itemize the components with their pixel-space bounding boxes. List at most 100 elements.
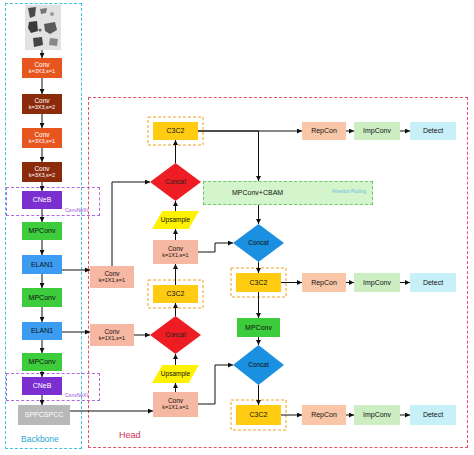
c3c2-block: C3C2	[236, 273, 281, 292]
node-label: Concat	[248, 240, 269, 247]
arrow-connector	[62, 270, 90, 271]
arrow-connector	[42, 371, 43, 377]
node-label: Upsample	[161, 371, 190, 378]
arrow-connector	[42, 340, 43, 353]
image-blotch	[44, 22, 57, 34]
impconv-block: ImpConv	[354, 122, 400, 140]
concat-diamond: Concat	[150, 316, 201, 354]
arrow-connector	[281, 415, 302, 416]
upsample-block: Upsample	[152, 365, 199, 383]
node-label: CNeB	[33, 196, 52, 203]
conv-block: Convk=1X1,s=1	[90, 266, 134, 288]
node-label: Concat	[165, 179, 186, 186]
arrow-connector	[42, 395, 43, 405]
concat-diamond: Concat	[233, 224, 284, 262]
shape-fill	[150, 316, 201, 354]
arrow-connector	[42, 209, 43, 222]
image-blotch	[28, 21, 38, 33]
impconv-block: ImpConv	[354, 273, 400, 292]
node-label: k=1X1,s=1	[162, 405, 188, 411]
mpconv-block: MPConv	[22, 288, 62, 307]
repcon-block: RepCon	[302, 122, 346, 140]
node-label: Detect	[423, 411, 443, 418]
upsample-block: Upsample	[152, 211, 199, 229]
group-label: Attention Pooling	[332, 190, 366, 195]
group-label: ConvNeXt	[65, 208, 88, 213]
node-label: k=3X3,s=1	[29, 139, 55, 145]
conv-block: Convk=3X3,s=2	[22, 162, 62, 182]
image-blotch	[40, 8, 47, 14]
shape-fill	[233, 345, 284, 385]
node-label: C3C2	[250, 279, 268, 286]
concat-diamond: Concat	[150, 163, 201, 201]
node-label: CNeB	[33, 382, 52, 389]
node-label: C3C2	[167, 127, 185, 134]
image-blotch	[28, 7, 36, 18]
elan-block: ELAN1	[22, 255, 62, 274]
node-label: C3C2	[250, 411, 268, 418]
arrow-connector	[258, 385, 259, 405]
concat-diamond: Concat	[233, 345, 284, 385]
group-label: MPConv+CBAM	[232, 189, 283, 196]
arrow-connector	[42, 182, 43, 191]
cneb-block: CNeB	[22, 191, 62, 209]
node-label: ELAN1	[31, 327, 53, 334]
arrow-connector	[112, 182, 150, 266]
arrow-connector	[198, 131, 259, 181]
cneb-block: CNeB	[22, 377, 62, 395]
conv-block: Convk=3X3,s=2	[22, 94, 62, 114]
conv-block: Convk=1X1,s=1	[153, 240, 198, 264]
node-label: Conv	[168, 398, 183, 405]
arrow-connector	[400, 415, 410, 416]
input-image-bg	[25, 5, 61, 50]
shape-fill	[233, 224, 284, 262]
node-label: k=3X3,s=2	[29, 173, 55, 179]
arrow-connector	[346, 131, 354, 132]
shape-fill	[150, 163, 201, 201]
c3c2-frame	[231, 400, 286, 430]
node-label: RepCon	[311, 411, 337, 418]
image-blotch	[49, 38, 58, 46]
attention-block: MPConv+CBAM Attention Pooling	[203, 181, 373, 205]
detect-block: Detect	[410, 122, 456, 140]
head-group: HeadC3C2RepConImpConvDetectConcatMPConv+…	[88, 97, 468, 448]
node-label: MPConv	[29, 294, 56, 301]
arrow-connector	[258, 292, 259, 318]
node-label: Detect	[423, 279, 443, 286]
node-label: Conv	[168, 246, 183, 253]
node-label: C3C2	[167, 290, 185, 297]
elan-block: ELAN1	[22, 322, 62, 340]
node-label: k=3X3,s=2	[29, 105, 55, 111]
node-label: ImpConv	[363, 279, 391, 286]
arrow-connector	[346, 415, 354, 416]
arrow-connector	[42, 114, 43, 128]
arrow-connector	[42, 307, 43, 322]
conv-block: Convk=1X1,s=1	[153, 392, 198, 417]
mpconv-block: MPConv	[237, 318, 280, 337]
c3c2-block: C3C2	[153, 285, 198, 303]
node-label: Conv	[104, 271, 119, 278]
node-label: k=3X3,s=1	[29, 69, 55, 75]
arrow-connector	[42, 240, 43, 255]
node-label: MPConv	[29, 358, 56, 365]
arrow-connector	[400, 282, 410, 283]
conv-block: Convk=3X3,s=1	[22, 58, 62, 78]
arrow-connector	[175, 303, 176, 316]
arrow-connector	[346, 282, 354, 283]
node-label: SPPCSPCC	[25, 411, 64, 418]
node-label: Conv	[34, 62, 49, 69]
node-label: RepCon	[311, 127, 337, 134]
impconv-block: ImpConv	[354, 405, 400, 425]
node-label: RepCon	[311, 279, 337, 286]
node-label: MPConv	[245, 324, 272, 331]
repcon-block: RepCon	[302, 405, 346, 425]
shape-fill	[152, 365, 199, 383]
arrow-connector	[400, 131, 410, 132]
arrow-connector	[175, 383, 176, 392]
c3c2-frame	[148, 117, 203, 145]
arrow-connector	[42, 78, 43, 94]
arrow-connector	[258, 262, 259, 273]
image-blotch	[50, 12, 54, 16]
node-label: k=1X1,s=1	[99, 336, 125, 342]
